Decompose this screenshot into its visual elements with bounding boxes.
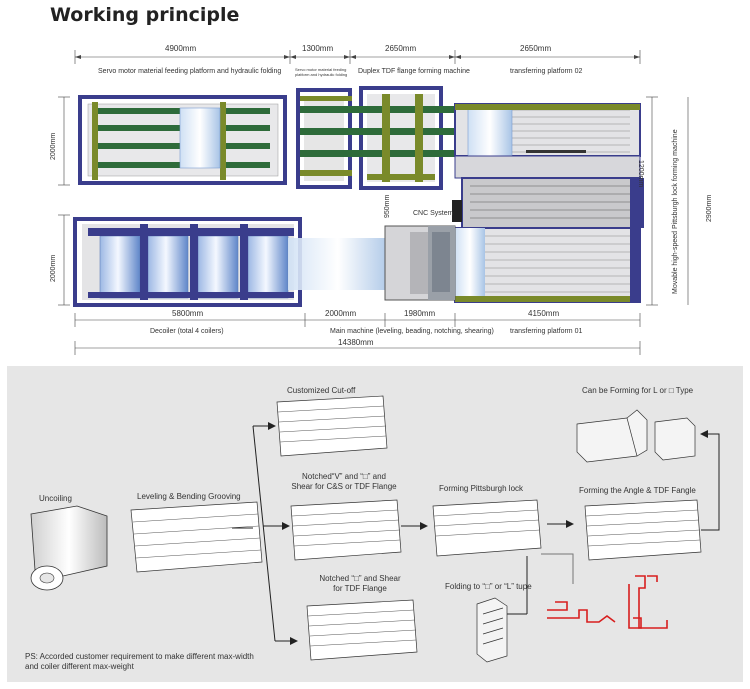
label-transfer-02: transferring platform 02 [510, 68, 583, 75]
dim-left-bottom: 2000mm [50, 254, 57, 282]
ps-note: PS: Accorded customer requirement to mak… [25, 652, 254, 672]
label-cnc: CNC System [413, 210, 454, 217]
label-transfer-01: transferring platform 01 [510, 328, 583, 335]
step-notched-1-line1: Notched“V” and “□” and [302, 472, 386, 481]
dim-mid-small: 950mm [384, 194, 391, 218]
dim-4900: 4900mm [165, 44, 197, 53]
step-notched-1: Notched“V” and “□” and Shear for C&S or … [289, 472, 399, 492]
step-pittsburgh: Forming Pittsburgh lock [439, 484, 524, 493]
process-flow-diagram [30, 395, 720, 663]
step-notched-2-line2: for TDF Flange [333, 584, 387, 593]
step-notched-2: Notched “□” and Shear for TDF Flange [305, 574, 415, 594]
step-cutoff: Customized Cut-off [287, 386, 356, 395]
dim-1300: 1300mm [302, 44, 334, 53]
dim-right-small: 1200mm [637, 160, 644, 188]
dim-5800: 5800mm [172, 309, 204, 318]
dim-2000: 2000mm [325, 309, 357, 318]
dim-1980: 1980mm [404, 309, 436, 318]
ps-note-line2: and coiler different max-weight [25, 662, 134, 671]
label-duplex: Duplex TDF flange forming machine [358, 68, 470, 75]
label-servo-small: Servo motor material feeding platform an… [295, 67, 348, 77]
step-uncoiling: Uncoiling [39, 494, 72, 503]
label-movable: Movable high-speed Pittsburgh lock formi… [672, 129, 679, 294]
dim-2650-a: 2650mm [385, 44, 417, 53]
machine-layout-drawing [58, 50, 689, 355]
page-title: Working principle [50, 4, 240, 26]
step-lbox: Can be Forming for L or □ Type [582, 386, 694, 395]
dim-total: 14380mm [338, 338, 374, 347]
step-folding: Folding to “□” or “L” tupe [445, 582, 532, 591]
ps-note-line1: PS: Accorded customer requirement to mak… [25, 652, 254, 661]
label-decoiler: Decoiler (total 4 coilers) [150, 328, 224, 335]
label-main-machine: Main machine (leveling, beading, notchin… [330, 328, 494, 335]
dim-right: 2900mm [706, 194, 713, 222]
dim-2650-b: 2650mm [520, 44, 552, 53]
step-leveling: Leveling & Bending Grooving [137, 492, 241, 501]
step-angle: Forming the Angle & TDF Fangle [579, 486, 696, 495]
process-panel: Uncoiling Leveling & Bending Grooving Cu… [7, 366, 743, 682]
step-notched-2-line1: Notched “□” and Shear [319, 574, 401, 583]
step-notched-1-line2: Shear for C&S or TDF Flange [291, 482, 397, 491]
dim-4150: 4150mm [528, 309, 560, 318]
dim-left-top: 2000mm [50, 132, 57, 160]
label-servo-platform: Servo motor material feeding platform an… [98, 68, 282, 75]
